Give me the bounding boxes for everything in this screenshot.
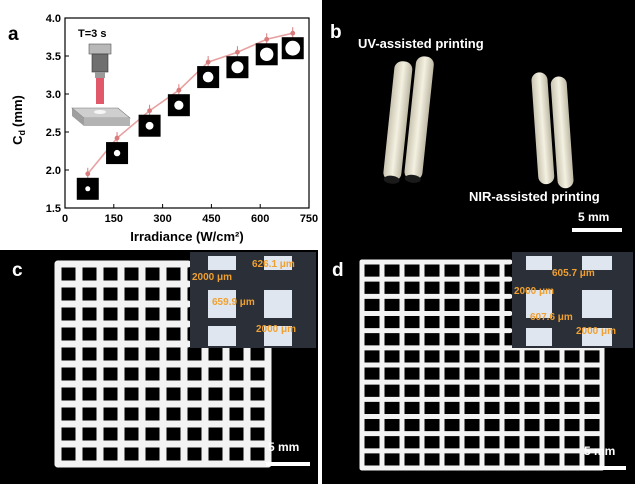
droplet [285,40,301,56]
droplet [231,61,244,74]
inset-c-bottom: 2000 μm [256,324,297,335]
droplet [202,71,214,83]
droplet [145,121,154,130]
y-tick-label: 4.0 [46,13,61,25]
data-point [147,108,152,114]
x-tick-label: 150 [105,213,123,225]
data-point [264,36,270,42]
inset-d-top: 605.7 μm [552,268,595,279]
panel-c-letter: c [12,260,23,281]
micrograph-inset-d: 605.7 μm 2000 μm 607.6 μm 2000 μm [512,252,633,348]
time-annotation: T=3 s [78,28,106,40]
scale-bar-label-d: 5 mm [584,444,616,458]
droplet [174,100,184,110]
lattice-d [359,259,605,471]
rods-photo [383,56,622,232]
data-point [290,30,296,36]
data-point [235,49,240,55]
y-tick-label: 2.0 [46,165,61,177]
laser-schematic: T=3 s [71,28,131,126]
panel-a-letter: a [8,24,19,45]
droplet [260,47,274,61]
y-tick-label: 3.0 [46,89,61,101]
inset-d-mid: 607.6 μm [530,312,573,323]
scale-bar-c [266,462,310,466]
droplet [113,149,121,157]
inset-c-mid: 659.9 μm [212,297,255,308]
x-tick-label: 0 [62,213,68,225]
series-line [87,32,293,175]
inset-d-bottom: 2000 μm [576,326,617,337]
panel-c: c 626.1 μm 2000 μm 659.9 μm 2000 μm 5 mm [0,250,318,484]
x-axis-label: Irradiance (W/cm²) [130,229,243,244]
x-tick-label: 300 [153,213,171,225]
nir-label: NIR-assisted printing [469,189,600,204]
y-tick-label: 3.5 [46,51,61,63]
inset-d-left: 2000 μm [514,286,555,297]
panel-b-letter: b [330,22,342,43]
x-tick-label: 750 [300,213,318,225]
y-tick-label: 2.5 [46,127,61,139]
inset-c-left: 2000 μm [192,272,233,283]
irradiance-chart: 0 150 300 450 600 750 1.5 2.0 2.5 3.0 3.5 4.0 Irrad… [10,13,318,244]
scale-bar-label-b: 5 mm [578,210,610,224]
data-point [205,59,211,65]
plot-frame [64,17,310,209]
panel-d: d 605.7 μm 2000 μm 607.6 μm 2000 μm 5 mm [322,250,635,484]
panel-a: a 0 150 300 450 600 750 1.5 2.0 2.5 3.0 3.5 4.0 Irr… [0,0,322,250]
y-tick-label: 1.5 [46,203,61,215]
panel-d-letter: d [332,260,344,281]
data-point [176,87,182,93]
lattice-c [54,260,272,468]
scale-bar-label-c: 5 mm [268,440,300,454]
data-point [85,171,91,177]
y-axis-label: Cd(mm) [10,95,27,145]
uv-label: UV-assisted printing [358,36,484,51]
droplet [85,186,91,192]
inset-c-top: 626.1 μm [252,259,295,270]
x-tick-label: 450 [202,213,220,225]
data-point [114,135,120,141]
micrograph-inset-c: 626.1 μm 2000 μm 659.9 μm 2000 μm [190,252,316,348]
panel-b: b UV-assisted printing NIR-assisted p [322,0,635,250]
scale-bar-d [580,466,626,470]
x-tick-label: 600 [251,213,269,225]
